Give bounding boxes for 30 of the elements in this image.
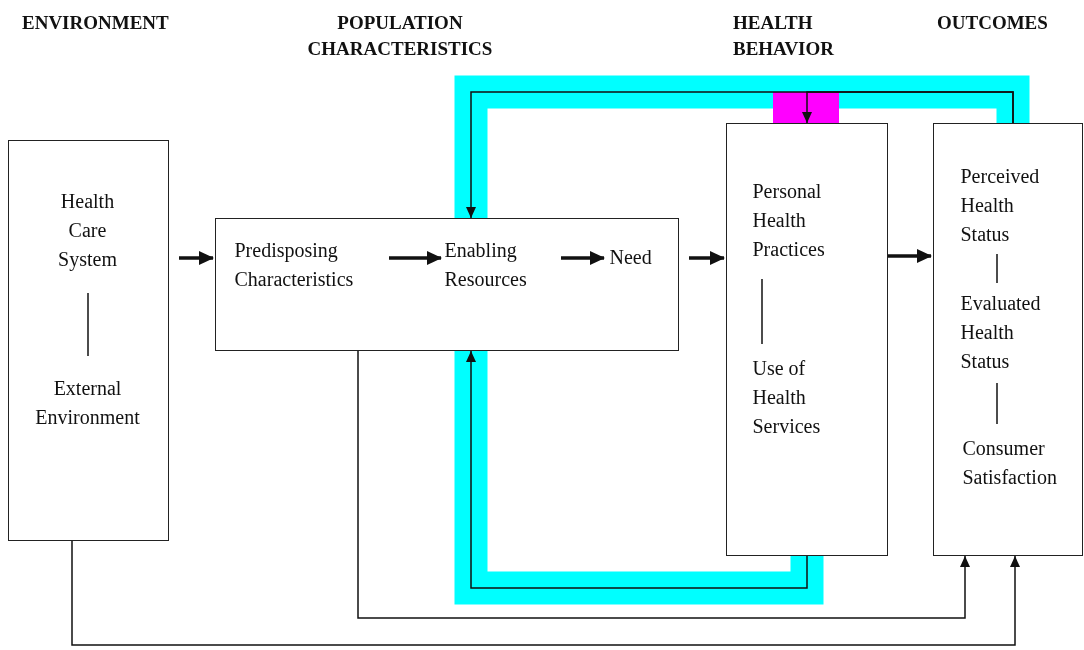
thick-arrow xyxy=(179,251,214,265)
factor-label: Use of Health Services xyxy=(752,353,849,442)
thick-arrow xyxy=(389,251,442,265)
connector-line xyxy=(996,382,998,425)
connector-line xyxy=(996,253,998,284)
factor-label: Consumer Satisfaction xyxy=(962,433,1080,492)
category-box xyxy=(933,123,1083,556)
connector-line xyxy=(87,292,89,357)
category-box xyxy=(726,123,888,556)
connector-line xyxy=(761,278,763,345)
feedback-arrow xyxy=(71,540,1020,646)
factor-label: Health Care System xyxy=(42,186,133,275)
thick-arrow xyxy=(689,251,725,265)
thick-arrow xyxy=(888,249,932,263)
column-heading: ENVIRONMENT xyxy=(22,11,169,35)
thick-arrow xyxy=(561,251,605,265)
factor-label: Perceived Health Status xyxy=(960,161,1059,250)
category-box xyxy=(8,140,169,541)
factor-label: External Environment xyxy=(15,373,160,432)
feedback-arrow xyxy=(802,91,1014,124)
column-heading: OUTCOMES xyxy=(937,11,1048,35)
factor-label: Need xyxy=(609,242,666,272)
factor-label: Personal Health Practices xyxy=(752,176,849,265)
column-heading: POPULATION CHARACTERISTICS xyxy=(306,11,494,61)
column-heading: HEALTH BEHAVIOR xyxy=(733,11,835,61)
factor-label: Evaluated Health Status xyxy=(960,288,1059,377)
category-box xyxy=(215,218,679,351)
factor-label: Predisposing Characteristics xyxy=(234,235,387,294)
feedback-arrow xyxy=(357,350,970,619)
factor-label: Enabling Resources xyxy=(444,235,555,294)
